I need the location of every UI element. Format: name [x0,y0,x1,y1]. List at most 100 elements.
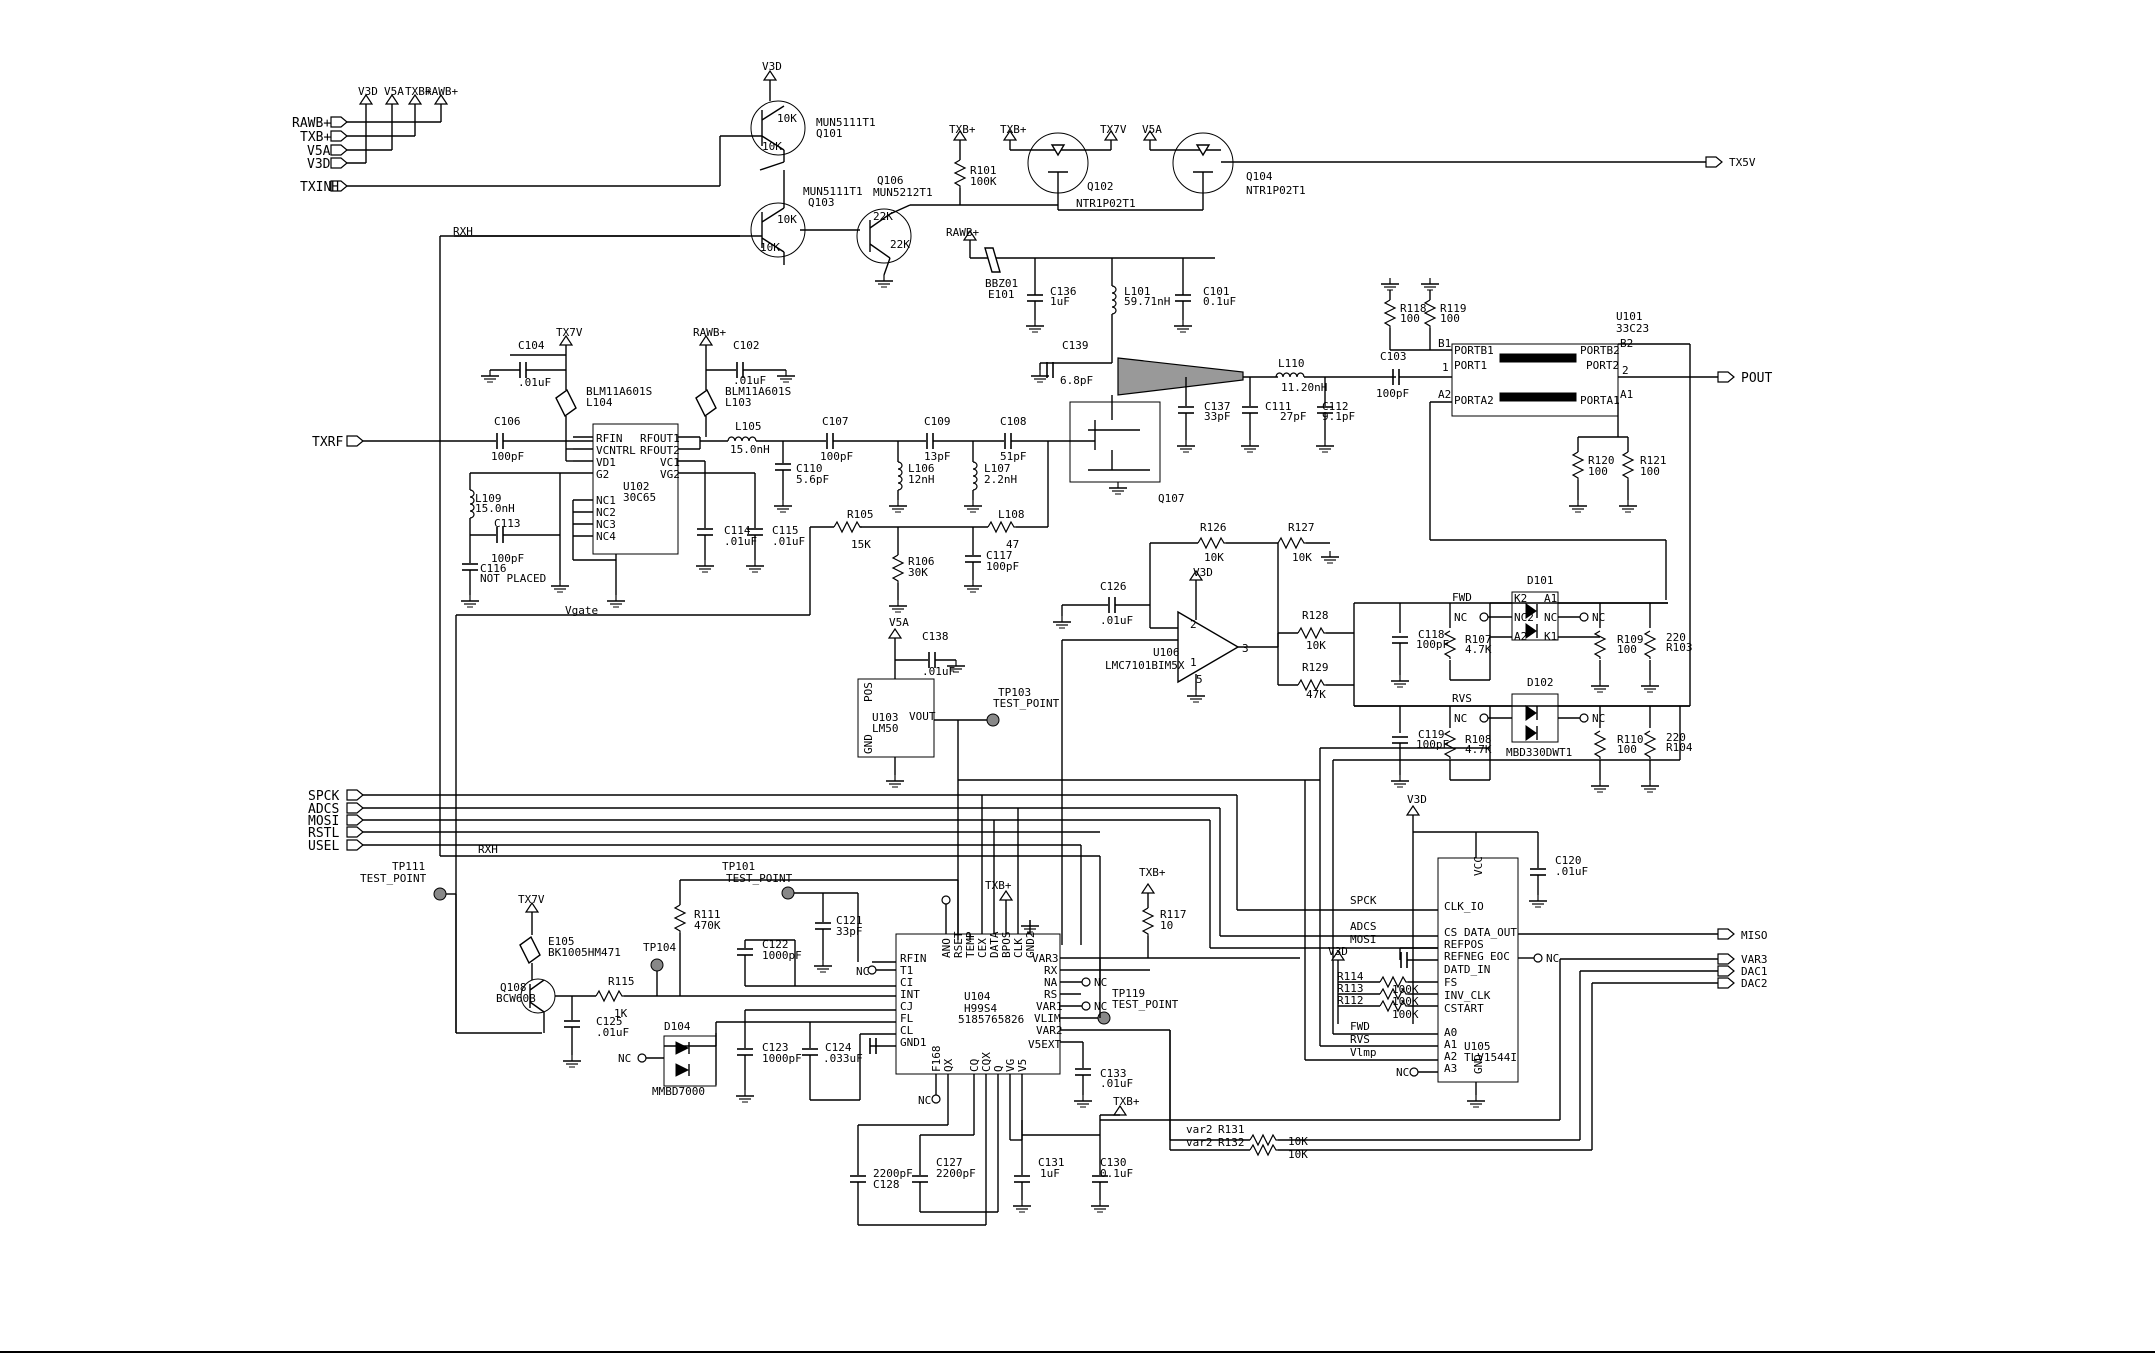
component-label: TX7V [556,326,583,339]
component-label: V3D [1407,793,1427,806]
u104-bottom-caps: NC [849,1074,1127,1226]
component-label: 12nH [908,473,935,486]
component-label: C102 [733,339,760,352]
u102-pin-nc2: NC2 [596,506,616,519]
component-label: BK1005HM471 [548,946,621,959]
component-label: ADCS [1350,920,1377,933]
component-label: L104 [586,396,613,409]
component-label: C130 [1100,1156,1127,1169]
q101-transistor [742,70,806,171]
u104-pin-temp: TEMP [964,931,977,958]
component-label: .01uF [724,535,757,548]
pa-bias-network [963,230,1215,383]
u104-pin-ci: CI [900,976,913,989]
u104-pin-bpos: BPOS [1000,932,1013,959]
component-label: BLM11A601S [586,385,652,398]
u104-pin-int: INT [900,988,920,1001]
component-label: R129 [1302,661,1329,674]
component-label: C120 [1555,854,1582,867]
component-label: L103 [725,396,752,409]
u105-pin-datdin: DATD_IN [1444,963,1490,976]
q107-mosfet [1058,395,1161,495]
u104-pin-cq: CQ [968,1059,981,1072]
component-label: NTR1P02T1 [1076,197,1136,210]
component-label: PORT2 [1586,359,1619,372]
component-label: PORTB2 [1580,344,1620,357]
component-label: .01uF [518,376,551,389]
component-label: RXH [453,225,473,238]
component-label: TEST_POINT [1112,998,1179,1011]
component-label: 22K [873,210,893,223]
u104-pin-f168: F168 [930,1046,943,1073]
component-label: MUN5111T1 [803,185,863,198]
component-label: 0.1uF [1100,1167,1133,1180]
u105-pin-refpos: REFPOS [1444,938,1484,951]
d101-pin-a1: A1 [1544,592,1557,605]
component-label: D101 [1527,574,1554,587]
component-label: 4.7K [1465,643,1492,656]
component-label: 100 [1640,465,1660,478]
component-label: C106 [494,415,521,428]
u104-pin-rs: RS [1044,988,1057,1001]
nc-d102-left: NC [1454,712,1467,725]
u102-pin-nc1: NC1 [596,494,616,507]
component-label: Q106 [877,174,904,187]
component-label: RVS [1350,1033,1370,1046]
component-label: C108 [1000,415,1027,428]
component-label: V3D [1193,566,1213,579]
u102-pin-vc1: VC1 [660,456,680,469]
port-spck: SPCK [308,789,339,804]
u102-pin-vcntrl: VCNTRL [596,444,636,457]
component-label: R128 [1302,609,1329,622]
component-label: R131 [1218,1123,1245,1136]
u105-gnd: GND [1472,1054,1485,1074]
component-label: 10 [1160,919,1173,932]
component-label: var2 [1186,1136,1213,1149]
component-label: U103 [872,711,899,724]
component-label: Vlmp [1350,1046,1377,1059]
port-adcs: ADCS [308,802,339,817]
component-label: R101 [970,164,997,177]
d101-pin-nc: NC [1544,611,1557,624]
u105-pin-cstart: CSTART [1444,1002,1484,1015]
component-label: R104 [1666,741,1693,754]
output-taper [1117,357,1452,453]
u105-pin-invclk: INV_CLK [1444,989,1491,1002]
component-label: L101 [1124,285,1151,298]
component-label: R113 [1337,982,1364,995]
component-label: C137 [1204,400,1231,413]
component-label: 10K [760,241,780,254]
component-label: 100K [1392,995,1419,1008]
u102-pin-rfout2: RFOUT2 [640,444,680,457]
component-label: R103 [1666,641,1693,654]
u105-pin-a3: A3 [1444,1062,1457,1075]
u103-gnd-label: GND [862,734,875,754]
component-label: LMC7101BIM5X [1105,659,1185,672]
u103-pos-label: POS [862,682,875,702]
component-label: 1uF [1040,1167,1060,1180]
q104-mosfet [960,130,1706,211]
component-label: R112 [1337,994,1364,1007]
component-label: var2 [1186,1123,1213,1136]
component-label: 10K [1288,1135,1308,1148]
port-mosi: MOSI [308,814,339,829]
component-label: R127 [1288,521,1315,534]
component-label: C111 [1265,400,1292,413]
rail-label-v3d: V3D [358,85,378,98]
port-pout: POUT [1741,371,1772,386]
u104-controller: RFIN T1 CI INT CJ FL CL GND1 VAR3 RX NA … [856,795,1171,1140]
component-label: 1000pF [762,949,802,962]
u104-pin-var3: VAR3 [1032,952,1059,965]
u102-pin-nc3: NC3 [596,518,616,531]
u104-pin-var2: VAR2 [1036,1024,1063,1037]
u105-vcc: VCC [1472,856,1485,876]
component-label: C119 [1418,728,1445,741]
component-label: C125 [596,1015,623,1028]
component-label: MUN5111T1 [816,116,876,129]
component-label: R105 [847,508,874,521]
nc-d101-right: NC [1592,611,1605,624]
component-label: MUN5212T1 [873,186,933,199]
u104-pin-clk: CLK [1012,938,1025,958]
component-label: C103 [1380,350,1407,363]
